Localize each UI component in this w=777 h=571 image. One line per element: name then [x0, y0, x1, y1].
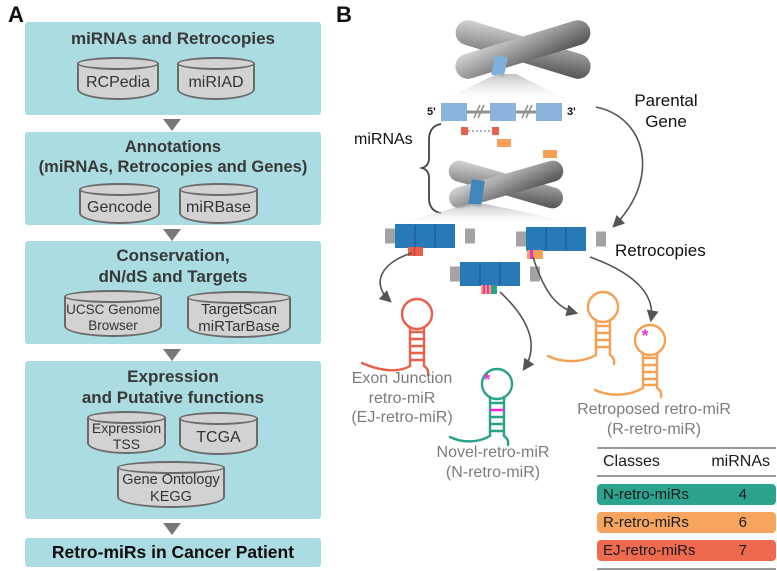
arrow-to-r-hairpin-1 [532, 256, 579, 317]
ej-retro-mir-label: Exon Junction retro-miR (EJ-retro-miR) [351, 370, 453, 427]
class-label: R-retro-miRs [603, 514, 689, 531]
hairpin-ej-retro-mir [360, 297, 434, 377]
novel-asterisk-icon: * [484, 370, 491, 389]
table-header-mirnas: miRNAs [711, 453, 770, 470]
arrow-to-ej-hairpin [378, 252, 413, 303]
five-prime-label: 5' [427, 106, 436, 118]
three-prime-label: 3' [567, 106, 576, 118]
table-row: N-retro-miRs 4 [597, 484, 776, 505]
arrow-to-r-hairpin-2 [589, 256, 659, 323]
retrocopies-label: Retrocopies [615, 241, 706, 260]
exon-1 [441, 103, 467, 121]
mirna-marks [461, 127, 557, 158]
db-cylinder-gene-ontology: Gene Ontology KEGG [117, 461, 225, 508]
flow-arrow-down-icon [163, 523, 181, 535]
zoom-funnel [388, 204, 590, 226]
flow-box-annotations: Annotations (miRNAs, Retrocopies and Gen… [25, 132, 321, 225]
table-bottom-rule [597, 568, 776, 570]
flow-box-final: Retro-miRs in Cancer Patient [25, 538, 321, 567]
db-cylinder-expression-tss: Expression TSS [87, 411, 166, 454]
hairpin-r-retro-mir-1 [546, 290, 620, 366]
mirnas-label: miRNAs [354, 131, 413, 148]
retroposed-retro-mir-label: Retroposed retro-miR (R-retro-miR) [577, 401, 731, 438]
flow-arrow-down-icon [163, 349, 181, 361]
flow-arrow-down-icon [163, 119, 181, 131]
class-label: EJ-retro-miRs [603, 542, 696, 559]
table-header-row: Classes miRNAs [597, 449, 776, 475]
ej-mirna-mark [408, 247, 423, 256]
exon-2 [490, 103, 516, 121]
table-row: R-retro-miRs 6 [597, 512, 776, 533]
gene-locus-band [491, 54, 508, 78]
retrocopy-2 [516, 227, 606, 259]
exon-3 [536, 103, 562, 121]
class-count: 6 [738, 514, 747, 531]
panel-a-label: A [8, 2, 24, 27]
flow-box-title: miRNAs and Retrocopies [70, 29, 276, 48]
retrocopy-1 [385, 224, 475, 256]
chromosome-retrocopy [448, 160, 564, 209]
table-header-classes: Classes [603, 453, 660, 470]
class-label: N-retro-miRs [603, 486, 689, 503]
hairpin-r-retro-mir-2 [593, 323, 667, 399]
flow-arrow-down-icon [163, 229, 181, 241]
parental-gene-label: Parental Gene [634, 91, 698, 132]
table-row: EJ-retro-miRs 7 [597, 540, 776, 561]
db-cylinder-label: TCGA [196, 428, 241, 446]
db-cylinder-miriad: miRIAD [177, 57, 255, 100]
class-count: 7 [738, 542, 747, 559]
db-cylinder-label: UCSC Genome Browser [66, 302, 160, 333]
flow-box-title: Expression and Putative functions [81, 367, 265, 407]
db-cylinder-mirbase: miRBase [179, 183, 258, 224]
classes-table: Classes miRNAs N-retro-miRs 4 R-retro-mi… [597, 447, 776, 570]
table-top-rule [597, 447, 776, 449]
db-cylinder-label: miRIAD [188, 73, 244, 91]
db-cylinder-label: TargetScan miRTarBase [198, 300, 280, 335]
db-cylinder-label: Gencode [87, 198, 152, 216]
insertion-band [468, 179, 485, 207]
db-cylinder-label: Gene Ontology KEGG [122, 472, 220, 505]
db-cylinder-tcga: TCGA [179, 412, 258, 455]
retroposed-asterisk-icon: * [642, 326, 649, 345]
parental-gene-diagram [441, 103, 562, 121]
db-cylinder-rcpedia: RCPedia [77, 57, 159, 100]
r-mirna-mark [527, 250, 543, 259]
panel-b-label: B [336, 2, 352, 27]
flow-box-mirnas-retrocopies: miRNAs and Retrocopies [25, 22, 321, 115]
db-cylinder-label: RCPedia [85, 73, 151, 91]
db-cylinder-ucsc: UCSC Genome Browser [64, 290, 162, 337]
mirnas-brace [418, 123, 442, 214]
novel-mirna-mark [481, 285, 491, 294]
class-count: 4 [738, 486, 747, 503]
db-cylinder-targetscan: TargetScan miRTarBase [187, 291, 291, 338]
chromosome-parental [455, 20, 591, 79]
table-header-rule [597, 475, 776, 477]
arrow-to-novel-hairpin [499, 291, 535, 371]
retrocopy-3 [450, 262, 540, 294]
db-cylinder-label: Expression TSS [91, 419, 162, 452]
flow-box-title: Annotations (miRNAs, Retrocopies and Gen… [38, 138, 308, 177]
db-cylinder-label: miRBase [186, 198, 251, 216]
flow-box-title: Conservation, dN/dS and Targets [98, 246, 248, 286]
zoom-funnel [438, 74, 572, 102]
novel-retro-mir-label: Novel-retro-miR (N-retro-miR) [436, 444, 550, 481]
db-cylinder-gencode: Gencode [79, 183, 160, 224]
